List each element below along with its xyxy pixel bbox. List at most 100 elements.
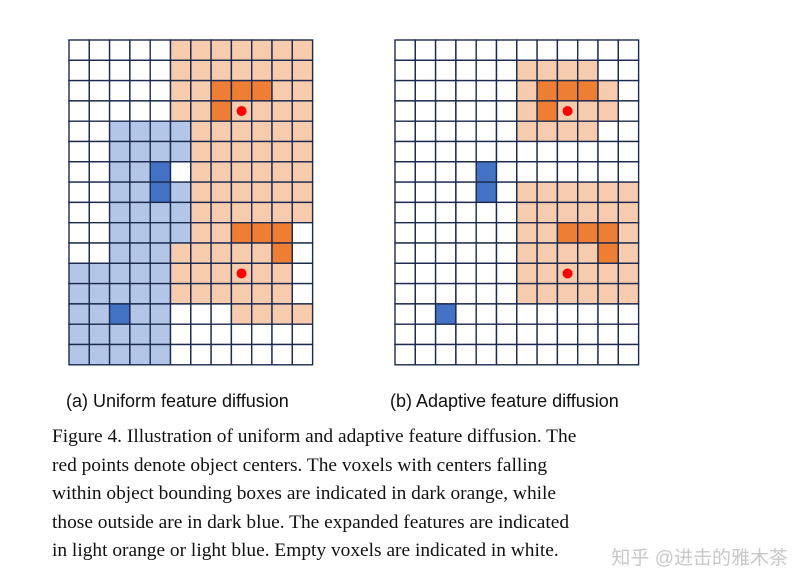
voxel-empty	[434, 120, 457, 143]
voxel-empty	[495, 161, 518, 183]
voxel-empty	[434, 100, 457, 122]
voxel-empty	[394, 181, 416, 204]
voxel-empty	[250, 343, 273, 366]
voxel-empty	[597, 161, 619, 183]
voxel-light-blue	[149, 221, 172, 244]
voxel-light-orange	[556, 59, 579, 82]
voxel-light-orange	[597, 262, 619, 285]
voxel-light-orange	[291, 140, 314, 163]
voxel-empty	[68, 161, 90, 183]
voxel-empty	[230, 343, 253, 366]
voxel-light-blue	[108, 242, 131, 264]
voxel-empty	[88, 79, 111, 102]
voxel-empty	[68, 140, 90, 163]
voxel-light-orange	[250, 201, 273, 224]
voxel-light-blue	[88, 343, 111, 366]
voxel-light-blue	[149, 303, 172, 325]
voxel-empty	[556, 323, 579, 346]
voxel-light-orange	[210, 181, 233, 204]
voxel-light-orange	[210, 59, 233, 82]
voxel-empty	[88, 161, 111, 183]
voxel-light-blue	[129, 201, 151, 224]
voxel-empty	[434, 79, 457, 102]
voxel-light-orange	[516, 79, 538, 102]
voxel-light-blue	[108, 323, 131, 346]
voxel-light-blue	[129, 221, 151, 244]
voxel-light-orange	[597, 181, 619, 204]
voxel-empty	[434, 262, 457, 285]
voxel-light-orange	[210, 120, 233, 143]
voxel-light-orange	[190, 181, 212, 204]
voxel-empty	[617, 100, 640, 122]
voxel-empty	[88, 59, 111, 82]
voxel-dark-orange	[597, 242, 619, 264]
voxel-light-orange	[250, 303, 273, 325]
voxel-light-orange	[271, 201, 293, 224]
voxel-empty	[210, 303, 233, 325]
voxel-light-blue	[149, 282, 172, 305]
voxel-empty	[394, 120, 416, 143]
voxel-empty	[617, 39, 640, 61]
voxel-light-orange	[230, 201, 253, 224]
voxel-empty	[169, 343, 192, 366]
voxel-empty	[617, 323, 640, 346]
voxel-empty	[68, 201, 90, 224]
voxel-empty	[190, 303, 212, 325]
voxel-light-blue	[149, 201, 172, 224]
voxel-dark-orange	[250, 79, 273, 102]
voxel-empty	[434, 161, 457, 183]
voxel-empty	[88, 181, 111, 204]
voxel-light-orange	[617, 242, 640, 264]
voxel-empty	[414, 242, 437, 264]
voxel-empty	[455, 39, 477, 61]
voxel-empty	[556, 39, 579, 61]
caption-line: red points denote object centers. The vo…	[52, 454, 548, 476]
voxel-empty	[129, 79, 151, 102]
voxel-light-blue	[129, 181, 151, 204]
voxel-light-orange	[271, 262, 293, 285]
voxel-light-blue	[88, 282, 111, 305]
voxel-light-orange	[597, 100, 619, 122]
voxel-empty	[617, 303, 640, 325]
voxel-empty	[414, 282, 437, 305]
voxel-empty	[495, 79, 518, 102]
voxel-empty	[495, 221, 518, 244]
voxel-light-orange	[190, 100, 212, 122]
voxel-empty	[250, 323, 273, 346]
voxel-light-orange	[576, 201, 599, 224]
voxel-light-orange	[556, 181, 579, 204]
voxel-light-orange	[556, 120, 579, 143]
voxel-empty	[68, 59, 90, 82]
voxel-light-blue	[169, 120, 192, 143]
voxel-dark-orange	[576, 221, 599, 244]
voxel-empty	[434, 221, 457, 244]
voxel-light-orange	[230, 39, 253, 61]
voxel-light-orange	[190, 79, 212, 102]
voxel-empty	[291, 242, 314, 264]
voxel-light-blue	[129, 242, 151, 264]
voxel-empty	[495, 282, 518, 305]
voxel-light-orange	[597, 79, 619, 102]
voxel-empty	[495, 100, 518, 122]
voxel-empty	[88, 39, 111, 61]
voxel-empty	[68, 39, 90, 61]
voxel-light-orange	[210, 262, 233, 285]
voxel-light-orange	[169, 59, 192, 82]
voxel-empty	[455, 303, 477, 325]
voxel-empty	[108, 79, 131, 102]
voxel-empty	[455, 201, 477, 224]
voxel-light-blue	[169, 201, 192, 224]
voxel-light-orange	[230, 282, 253, 305]
voxel-empty	[597, 39, 619, 61]
voxel-empty	[210, 343, 233, 366]
voxel-empty	[455, 120, 477, 143]
voxel-light-blue	[129, 120, 151, 143]
voxel-empty	[149, 39, 172, 61]
voxel-empty	[576, 161, 599, 183]
voxel-light-blue	[108, 282, 131, 305]
voxel-empty	[68, 242, 90, 264]
voxel-light-blue	[149, 262, 172, 285]
voxel-light-orange	[617, 262, 640, 285]
voxel-empty	[455, 323, 477, 346]
voxel-empty	[495, 140, 518, 163]
